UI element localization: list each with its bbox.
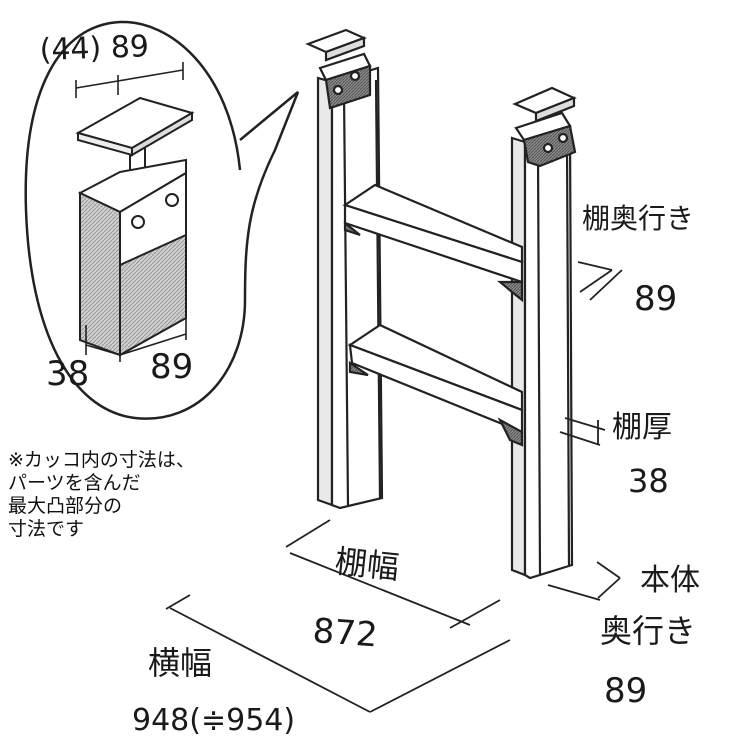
total-width-label: 横幅 [148,644,212,682]
shelf-depth-value: 89 [634,279,677,319]
shelf-depth-label: 棚奥行き [582,202,694,235]
shelf-structure [305,28,577,580]
body-depth-label-line2: 奥行き [600,612,696,650]
main-dimension-lines [165,261,623,713]
footnote-line: ※カッコ内の寸法は、 [8,449,195,471]
bracket-part-drawing [75,96,195,357]
callout-bubble [24,20,300,420]
body-depth-value: 89 [604,671,647,711]
footnote: ※カッコ内の寸法は、 パーツを含んだ 最大凸部分の 寸法です [8,449,268,541]
body-depth-label-line1: 本体 [640,563,700,598]
shelf-thickness-value: 38 [628,462,669,500]
callout-bottom-left-dim: 38 [46,354,89,394]
callout-top-dims: (44) 89 [39,29,149,68]
total-width-value: 948(≑954) [132,703,295,738]
shelf-width-label: 棚幅 [333,542,401,586]
callout-bottom-right-dim: 89 [150,347,193,387]
footnote-line: 寸法です [8,518,85,540]
shelf-width-value: 872 [311,611,379,655]
footnote-line: パーツを含んだ [8,472,141,494]
footnote-line: 最大凸部分の [8,495,123,517]
callout-dimension-lines [75,62,187,362]
shelf-thickness-label: 棚厚 [612,410,672,445]
